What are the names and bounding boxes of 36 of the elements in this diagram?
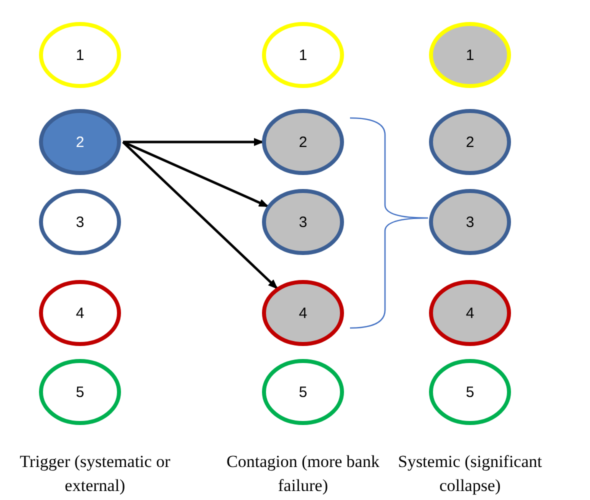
circle-node bbox=[38, 188, 122, 256]
node-number: 2 bbox=[466, 134, 474, 150]
circle-node bbox=[428, 279, 512, 347]
node-number: 4 bbox=[466, 304, 474, 322]
circle-node bbox=[428, 188, 512, 256]
node-number: 4 bbox=[76, 304, 84, 322]
circle-node bbox=[261, 279, 345, 347]
node-number: 2 bbox=[76, 134, 84, 150]
circle-node bbox=[428, 108, 512, 176]
circle-node bbox=[38, 21, 122, 89]
arrow bbox=[122, 140, 269, 208]
circle-node bbox=[428, 21, 512, 89]
node-number: 1 bbox=[298, 46, 308, 64]
circle-node bbox=[261, 21, 345, 89]
node-number: 5 bbox=[76, 384, 84, 400]
node-number: 1 bbox=[76, 46, 84, 64]
circle-node bbox=[261, 108, 345, 176]
arrow bbox=[123, 138, 264, 146]
node-number: 4 bbox=[298, 304, 308, 322]
circle-node bbox=[261, 188, 345, 256]
circle-node bbox=[38, 108, 122, 176]
column-caption: Systemic (significant collapse) bbox=[396, 451, 543, 497]
circle-node bbox=[261, 358, 345, 426]
arrow bbox=[122, 141, 278, 290]
circle-node bbox=[38, 279, 122, 347]
circle-node bbox=[38, 358, 122, 426]
node-number: 3 bbox=[76, 214, 84, 230]
node-number: 5 bbox=[466, 384, 474, 400]
node-number: 3 bbox=[298, 214, 308, 230]
column-caption: Trigger (systematic or external) bbox=[18, 451, 172, 497]
node-number: 2 bbox=[298, 134, 308, 150]
column-caption: Contagion (more bank failure) bbox=[226, 451, 380, 497]
node-number: 5 bbox=[298, 384, 308, 400]
node-number: 3 bbox=[466, 214, 474, 230]
node-number: 1 bbox=[466, 46, 474, 64]
circle-node bbox=[428, 358, 512, 426]
